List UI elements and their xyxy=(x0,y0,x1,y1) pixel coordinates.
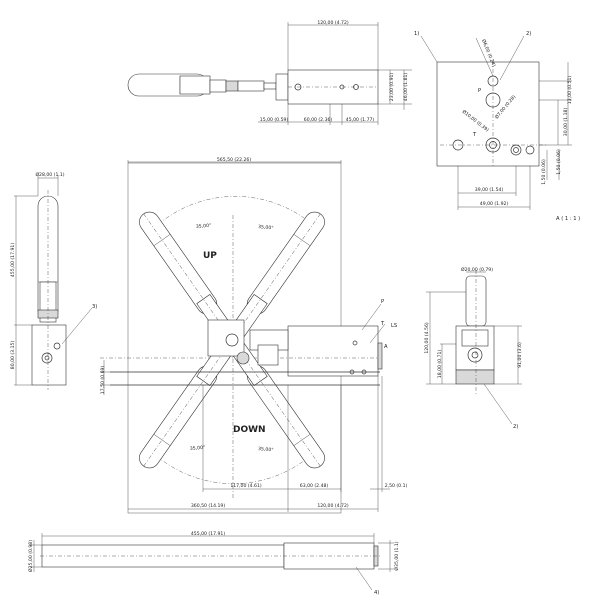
dim-top-d3: 45,00 (1.77) xyxy=(346,117,375,123)
callout-2-side: 2) xyxy=(513,424,518,430)
dim-main-width: 565,50 (22.26) xyxy=(217,157,251,163)
dim-main-h-left: 17,50 (0.69) xyxy=(100,366,106,395)
dim-detail-h1: 39,00 (1.54) xyxy=(475,187,504,193)
dim-main-w2: 120,00 (4.72) xyxy=(317,503,349,509)
angle-bl: 35,00° xyxy=(190,445,206,452)
dim-top-width: 120,00 (4.72) xyxy=(317,20,349,26)
dim-detail-v1: 13,00 (0.51) xyxy=(567,76,573,105)
dim-right-h3: 91,00 (3.6) xyxy=(517,342,523,368)
label-t-main: T xyxy=(380,321,385,327)
dim-detail-v3: 1,50 (0.06) xyxy=(541,159,547,185)
dim-top-h2: 46,00 (1.81) xyxy=(403,73,409,102)
dim-bottom-d1: Ø25,00 (0.98) xyxy=(27,540,34,572)
bottom-view: 455,00 (17.91) Ø25,00 (0.98) Ø35,00 (1.1… xyxy=(27,531,400,596)
dim-main-d1: 117,00 (4.61) xyxy=(230,483,262,489)
dim-bottom-d2: Ø35,00 (1.1) xyxy=(393,541,400,570)
label-p-main: P xyxy=(381,299,384,305)
dim-detail-h2: 49,00 (1.92) xyxy=(480,201,509,207)
dim-right-h1: 120,00 (4.56) xyxy=(424,322,430,354)
dim-main-d3: 2,50 (0.1) xyxy=(385,483,408,489)
right-view: Ø20,00 (0.79) 120,00 (4.56) 18,00 (0.71)… xyxy=(424,266,523,430)
left-view: Ø28,00 (1.1) 455,00 (17.91) 80,00 (3.15)… xyxy=(10,171,97,390)
dim-main-w1: 360,50 (14.19) xyxy=(191,503,225,509)
label-down: DOWN xyxy=(233,425,266,435)
dim-left-h: 455,00 (17.91) xyxy=(10,243,16,277)
label-p-detail: P xyxy=(478,88,481,94)
top-view: 120,00 (4.72) 15,00 (0.59) 60,00 (2.36) … xyxy=(127,20,412,125)
callout-1: 1) xyxy=(414,31,419,37)
label-a: A xyxy=(384,344,388,350)
label-ls: LS xyxy=(391,323,397,329)
dim-top-h1: 23,00 (0.91) xyxy=(389,73,395,102)
scale-label: A ( 1 : 1 ) xyxy=(556,216,580,222)
dim-bottom-len: 455,00 (17.91) xyxy=(191,531,225,537)
dim-detail-v2: 30,00 (1.18) xyxy=(563,108,569,137)
detail-view: P T 1) 2) Ø6,00 (0.24) Ø10,00 (0.39) Ø7,… xyxy=(414,31,580,222)
label-up: UP xyxy=(203,251,217,261)
dim-detail-v4: 1,50 (0.06) xyxy=(556,149,562,175)
angle-tl: 35,00° xyxy=(196,223,212,230)
dim-left-dia: Ø28,00 (1.1) xyxy=(35,171,64,178)
angle-br: 35,00° xyxy=(258,446,274,453)
callout-3: 3) xyxy=(92,304,97,310)
dim-main-d2: 63,00 (2.48) xyxy=(300,483,329,489)
callout-2-top: 2) xyxy=(526,31,531,37)
dim-right-h2: 18,00 (0.71) xyxy=(437,350,443,379)
dim-right-dia: Ø20,00 (0.79) xyxy=(461,266,493,273)
dim-top-d2: 60,00 (2.36) xyxy=(304,117,333,123)
angle-tr: 35,00° xyxy=(258,224,274,231)
main-view: UP DOWN 35,00° 35,00° 35,00° 35,00° P T … xyxy=(100,157,408,514)
callout-4: 4) xyxy=(374,590,379,596)
dim-left-h2: 80,00 (3.15) xyxy=(10,341,16,370)
label-t-detail: T xyxy=(472,132,477,138)
dim-top-d1: 15,00 (0.59) xyxy=(260,117,289,123)
